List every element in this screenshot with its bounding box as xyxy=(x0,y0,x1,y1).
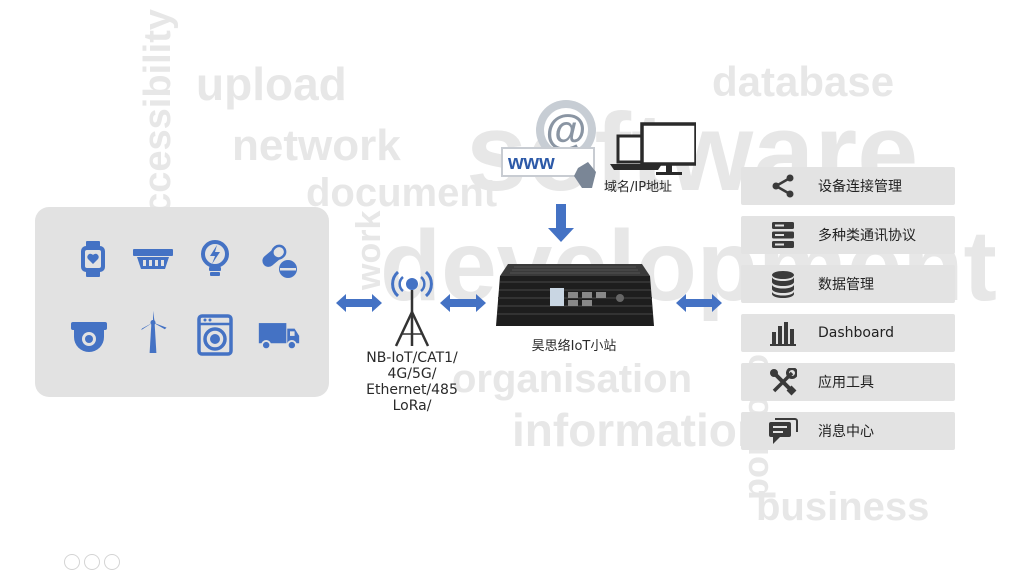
smoke-detector-icon xyxy=(131,239,175,283)
protocol-line: NB-IoT/CAT1/ xyxy=(366,350,458,366)
smartwatch-icon xyxy=(71,237,115,281)
svg-text:@: @ xyxy=(546,106,587,153)
feature-label: Dashboard xyxy=(818,325,894,341)
bg-word-accessibility: accessibility xyxy=(137,9,179,235)
feature-label: 数据管理 xyxy=(818,277,874,293)
feature-data-management: 数据管理 xyxy=(741,265,955,303)
control-button[interactable] xyxy=(84,554,100,570)
double-arrow-antenna-gateway xyxy=(440,293,486,313)
web-access-group: @ www xyxy=(496,96,698,192)
feature-app-tools: 应用工具 xyxy=(741,363,955,401)
database-icon xyxy=(768,269,798,299)
share-icon xyxy=(768,171,798,201)
bg-word-upload: upload xyxy=(196,58,347,110)
message-icon xyxy=(768,416,798,446)
bg-word-database: database xyxy=(712,58,894,105)
bg-word-document: document xyxy=(306,171,497,215)
domain-ip-label: 域名/IP地址 xyxy=(604,180,673,195)
protocol-line: Ethernet/485 xyxy=(366,382,458,398)
feature-label: 设备连接管理 xyxy=(818,179,902,195)
truck-icon xyxy=(257,313,301,357)
server-stack-icon xyxy=(768,220,798,250)
protocol-line: 4G/5G/ xyxy=(387,366,437,382)
pills-icon xyxy=(257,237,301,281)
feature-protocols: 多种类通讯协议 xyxy=(741,216,955,254)
double-arrow-devices-antenna xyxy=(336,293,382,313)
gateway-device-image xyxy=(494,262,656,332)
protocol-list: NB-IoT/CAT1/ 4G/5G/ Ethernet/485 LoRa/ xyxy=(352,350,472,414)
desktop-monitor-icon xyxy=(640,122,698,175)
security-camera-icon xyxy=(67,315,111,359)
bg-word-network: network xyxy=(232,121,401,170)
tools-icon xyxy=(768,367,798,397)
antenna-icon xyxy=(386,262,438,350)
feature-device-connection: 设备连接管理 xyxy=(741,167,955,205)
lightbulb-icon xyxy=(193,237,237,281)
double-arrow-gateway-features xyxy=(676,293,722,313)
wind-turbine-icon xyxy=(131,309,175,353)
feature-message-center: 消息中心 xyxy=(741,412,955,450)
bg-word-organisation: organisation xyxy=(452,357,692,401)
at-sign-icon: @ xyxy=(536,100,596,160)
down-arrow xyxy=(548,204,574,246)
control-button[interactable] xyxy=(64,554,80,570)
bg-word-work: work xyxy=(350,211,388,291)
bg-word-information: information xyxy=(512,404,765,456)
url-bar-icon: www xyxy=(501,147,595,177)
feature-label: 多种类通讯协议 xyxy=(818,228,916,244)
bg-word-business: business xyxy=(756,485,929,529)
feature-label: 应用工具 xyxy=(818,375,874,391)
slide-controls xyxy=(64,554,120,570)
cursor-hand-icon xyxy=(574,162,596,188)
feature-dashboard: Dashboard xyxy=(741,314,955,352)
url-bar-text: www xyxy=(507,152,555,174)
feature-label: 消息中心 xyxy=(818,424,874,440)
washing-machine-icon xyxy=(193,313,237,357)
protocol-line: LoRa/ xyxy=(392,398,432,414)
bar-chart-icon xyxy=(768,318,798,348)
device-panel xyxy=(35,207,329,397)
gateway-label: 昊思络IoT小站 xyxy=(531,339,617,354)
control-button[interactable] xyxy=(104,554,120,570)
